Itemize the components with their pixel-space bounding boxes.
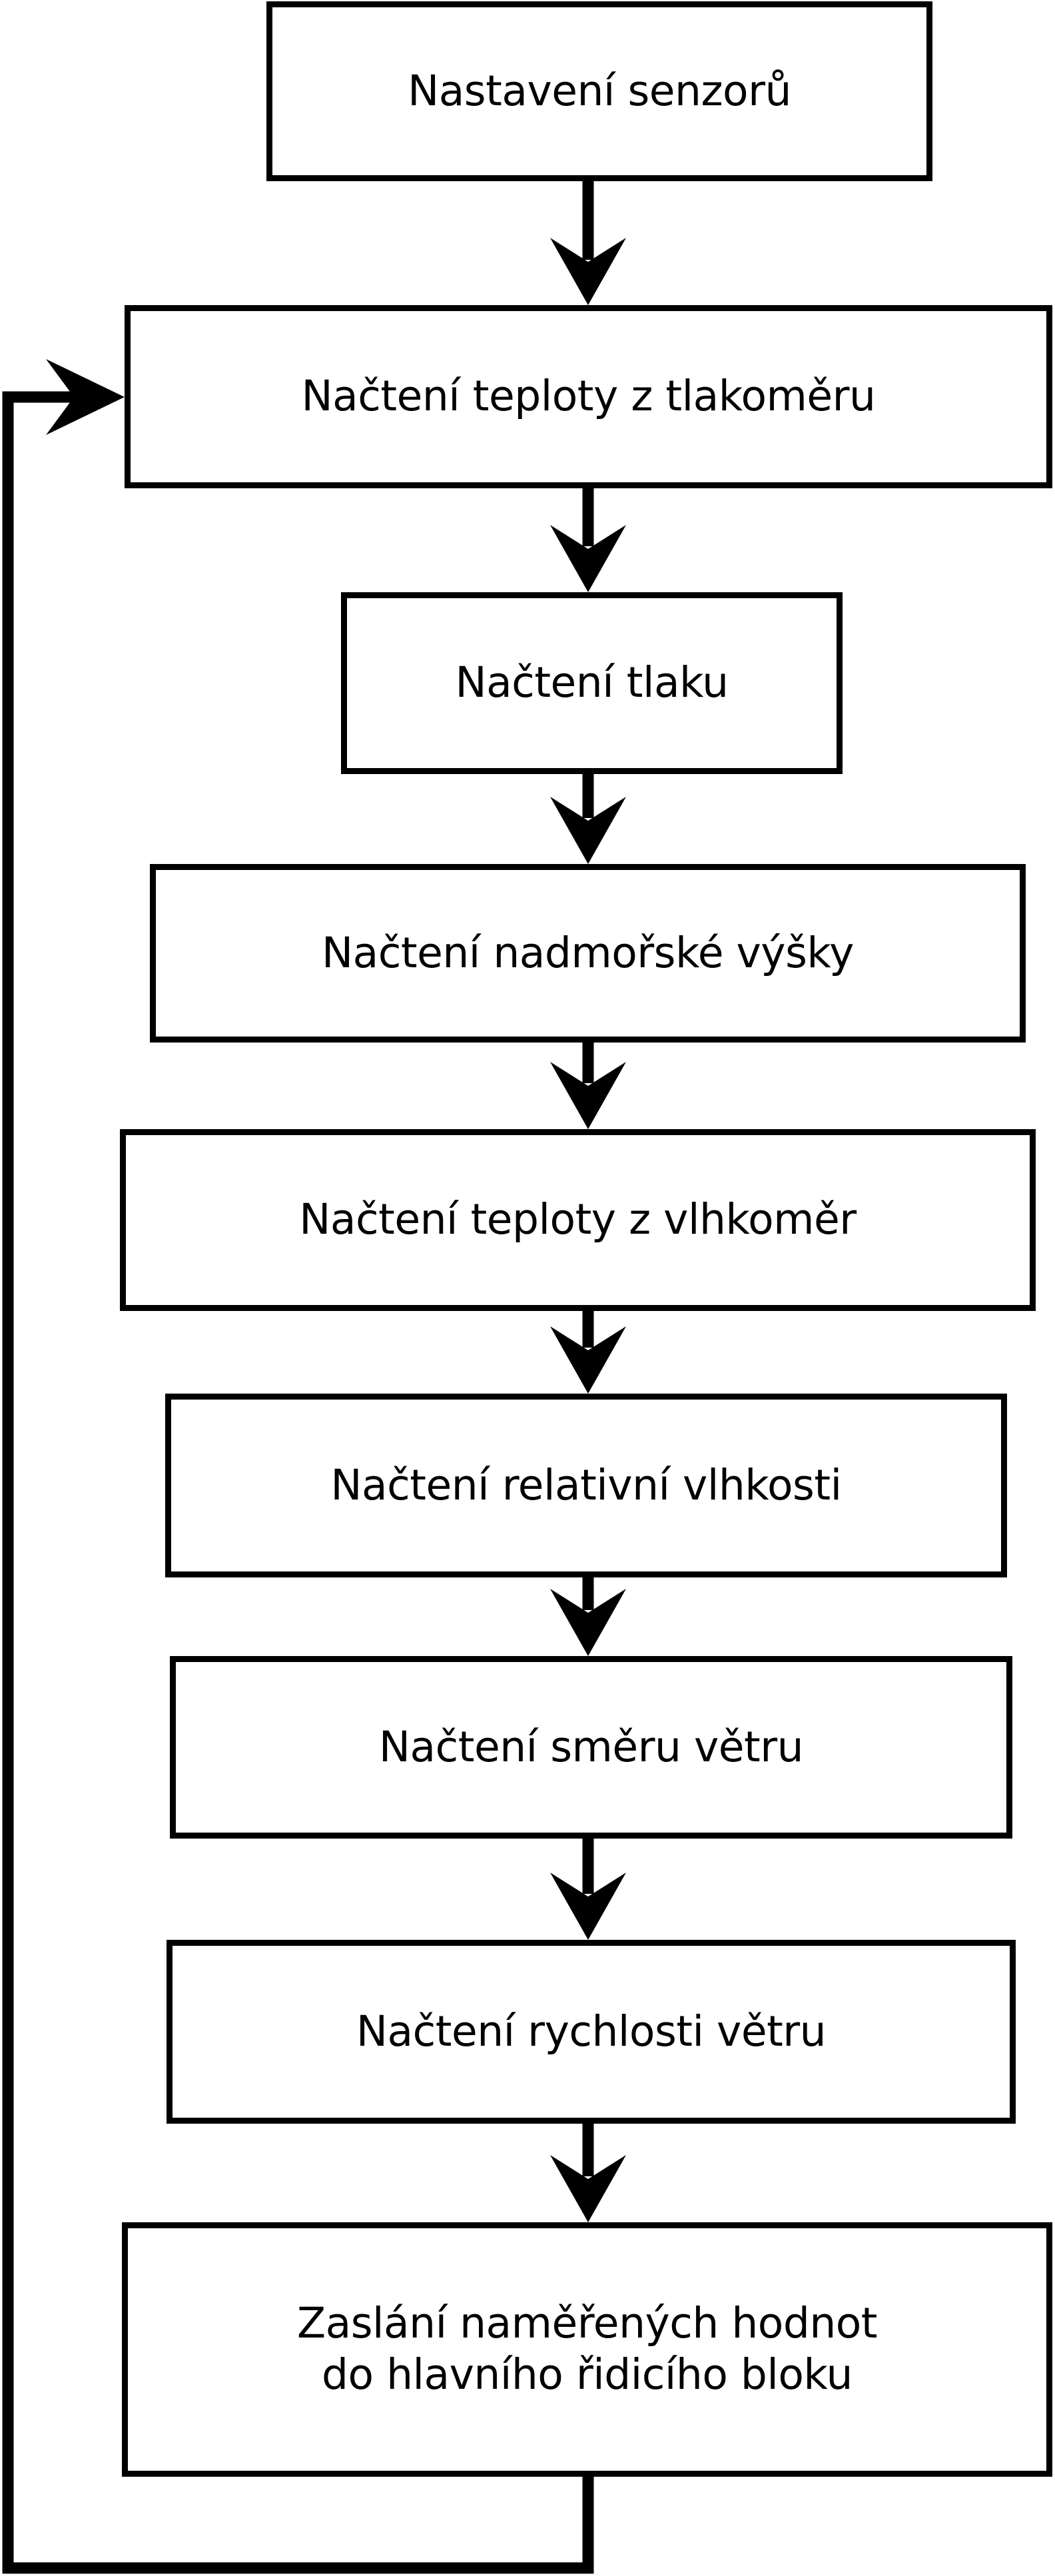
- flow-node-label: Načtení tlaku: [455, 658, 729, 707]
- flow-node-label: Zaslání naměřených hodnot do hlavního ři…: [296, 2299, 878, 2399]
- flow-node-label: Načtení rychlosti větru: [356, 2006, 827, 2056]
- edge-node5-to-node6: [550, 1311, 626, 1394]
- flow-node-nacteni-rychlosti-vetru[interactable]: Načtení rychlosti větru: [167, 1940, 1016, 2124]
- edge-node3-to-node4: [550, 774, 626, 864]
- flow-node-label: Načtení teploty z tlakoměru: [301, 372, 876, 421]
- edge-node8-to-node9: [550, 2124, 626, 2222]
- flow-node-nacteni-smeru-vetru[interactable]: Načtení směru větru: [170, 1656, 1012, 1839]
- flow-node-label: Načtení relativní vlhkosti: [330, 1460, 842, 1509]
- flow-node-nacteni-tlaku[interactable]: Načtení tlaku: [341, 592, 843, 774]
- flow-node-nacteni-teploty-z-vlhkomeru[interactable]: Načtení teploty z vlhkoměr: [120, 1129, 1036, 1311]
- flow-node-label: Načtení teploty z vlhkoměr: [299, 1195, 857, 1244]
- flow-node-zaslani-namerenych-hodnot[interactable]: Zaslání naměřených hodnot do hlavního ři…: [122, 2222, 1052, 2477]
- flow-node-nacteni-nadmorske-vysky[interactable]: Načtení nadmořské výšky: [150, 864, 1026, 1043]
- edge-node4-to-node5: [550, 1043, 626, 1129]
- edge-node2-to-node3: [550, 488, 626, 592]
- flow-node-nastaveni-senzoru[interactable]: Nastavení senzorů: [266, 1, 932, 181]
- edge-node7-to-node8: [550, 1839, 626, 1940]
- edge-node6-to-node7: [550, 1577, 626, 1656]
- flow-node-label: Načtení směru větru: [378, 1722, 804, 1771]
- flow-node-label: Nastavení senzorů: [408, 66, 791, 115]
- edge-node1-to-node2: [550, 181, 626, 305]
- flow-node-nacteni-relativni-vlhkosti[interactable]: Načtení relativní vlhkosti: [165, 1394, 1007, 1577]
- edge-node9-to-node2-loop: [2, 359, 594, 2574]
- flow-node-label: Načtení nadmořské výšky: [322, 928, 854, 977]
- flow-node-nacteni-teploty-z-tlakomeru[interactable]: Načtení teploty z tlakoměru: [125, 305, 1052, 488]
